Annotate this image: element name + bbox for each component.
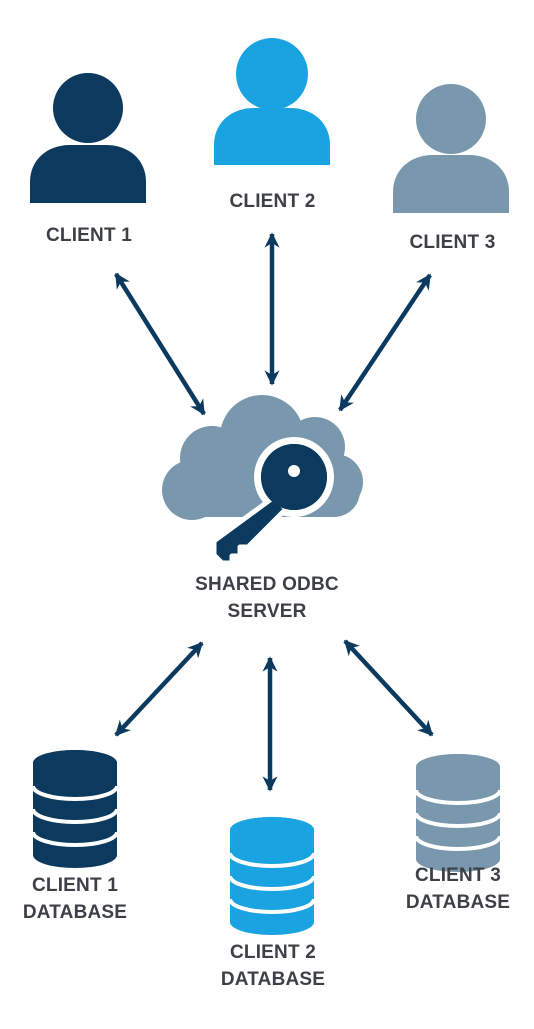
database-separator [228,875,316,891]
client-3-user-icon [393,84,509,213]
client-1-user-icon [30,73,146,203]
client-3-label: CLIENT 3 [395,229,510,256]
database-separator [31,785,119,801]
database-1-label: CLIENT 1 DATABASE [10,872,140,926]
database-3-label: CLIENT 3 DATABASE [393,862,523,916]
database-3-label-line2: DATABASE [405,892,511,913]
database-body [416,754,500,872]
cloud-key-icon [162,395,363,566]
client-1-database-icon [31,750,119,868]
server-label: SHARED ODBC SERVER [162,571,372,625]
database-2-label: CLIENT 2 DATABASE [208,939,338,993]
database-1-label-line1: CLIENT 1 [31,875,119,896]
client-3-label-text: CLIENT 3 [409,232,496,253]
key-icon [211,437,334,566]
client-1-label: CLIENT 1 [34,222,144,249]
database-separator [31,831,119,847]
client-3-database-icon [414,754,502,872]
database-separator [414,835,502,851]
database-separator [228,898,316,914]
database-top [230,817,314,843]
database-3-label-line1: CLIENT 3 [414,865,502,886]
database-top [33,750,117,776]
database-1-label-line2: DATABASE [22,902,128,923]
database-top [416,754,500,780]
server-label-line2: SERVER [227,601,307,622]
database-separator [414,789,502,805]
database-2-label-line1: CLIENT 2 [229,942,317,963]
arrow-server-db3 [343,639,434,737]
database-separator [31,808,119,824]
database-2-label-line2: DATABASE [220,969,326,990]
database-separator [228,852,316,868]
arrow-client3-server [338,273,432,412]
server-label-line1: SHARED ODBC [195,574,339,595]
database-separator [414,812,502,828]
client-2-label-text: CLIENT 2 [229,191,316,212]
database-body [33,750,117,868]
arrow-client1-server [114,272,206,416]
client-2-label: CLIENT 2 [215,188,330,215]
client-2-database-icon [228,817,316,935]
client-1-label-text: CLIENT 1 [45,225,133,246]
arrow-server-db1 [114,641,204,737]
database-body [230,817,314,935]
client-2-user-icon [214,38,330,165]
